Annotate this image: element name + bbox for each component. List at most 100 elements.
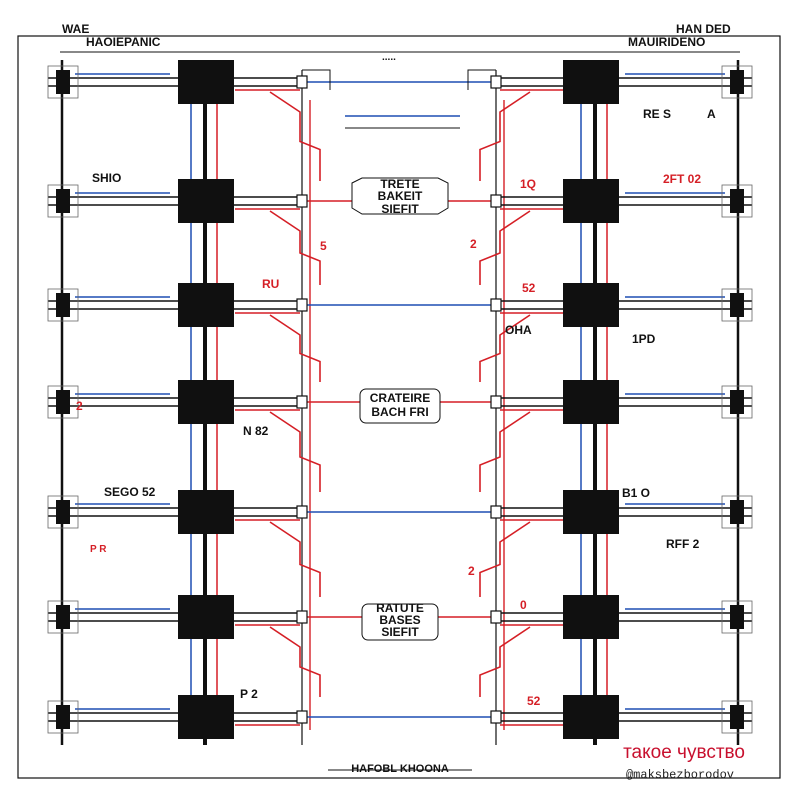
side-label-19: P 2 [240, 687, 258, 701]
row-7-right-end-frame [721, 700, 753, 734]
side-label-20: 52 [527, 694, 541, 708]
row-2-right-node [563, 179, 619, 223]
side-label-4: 1Q [520, 177, 536, 191]
side-label-17: 2 [468, 564, 475, 578]
side-label-15: B1 O [622, 486, 650, 500]
center-label-1-line-3: SIEFIT [381, 202, 419, 216]
row-5-right-end-cap [730, 500, 744, 524]
row-2-left-end-cap [56, 189, 70, 213]
row-3-right-node [563, 283, 619, 327]
row-7-right-joint [490, 710, 502, 724]
center-label-3-box [361, 603, 439, 641]
row-6-left-end-cap [56, 605, 70, 629]
red-conduit-right-6 [479, 626, 531, 697]
row-5-right-end-frame [721, 495, 753, 529]
center-label-2-line-2: BACH FRI [371, 405, 428, 419]
row-4-right-node [563, 380, 619, 424]
center-label-1-line-2: BAKEIT [378, 189, 423, 203]
side-label-7: 2 [470, 237, 477, 251]
row-6-left-joint [296, 610, 308, 624]
row-6-right-node [563, 595, 619, 639]
row-4-left-joint [296, 395, 308, 409]
side-label-16: RFF 2 [666, 537, 700, 551]
row-1-right-joint [490, 75, 502, 89]
red-conduit-left-4 [269, 411, 321, 492]
row-2-right-end-cap [730, 189, 744, 213]
red-conduit-right-1 [479, 91, 531, 181]
row-4-left-node [178, 380, 234, 424]
center-label-1-line-1: TRETE [380, 177, 419, 191]
center-label-3-line-3: SIEFIT [381, 625, 419, 639]
red-conduit-right-2 [479, 210, 531, 285]
header-right-sub: MAUIRIDENO [628, 35, 705, 49]
row-3-right-end-cap [730, 293, 744, 317]
red-conduit-left-6 [269, 626, 321, 697]
row-6-left-node [178, 595, 234, 639]
row-5-left-end-frame [47, 495, 79, 529]
center-label-3-line-1: RATUTE [376, 601, 424, 615]
row-1-left-joint [296, 75, 308, 89]
row-1-left-end-frame [47, 65, 79, 99]
side-label-11: 1PD [632, 332, 656, 346]
row-7-left-joint [296, 710, 308, 724]
row-4-left-end-frame [47, 385, 79, 419]
side-label-5: 2FT 02 [663, 172, 701, 186]
side-label-9: 52 [522, 281, 536, 295]
row-5-left-joint [296, 505, 308, 519]
row-7-left-node [178, 695, 234, 739]
red-conduit-right-4 [479, 411, 531, 492]
row-2-left-node [178, 179, 234, 223]
row-1-right-node [563, 60, 619, 104]
row-1-right-end-frame [721, 65, 753, 99]
side-label-14: SEGO 52 [104, 485, 156, 499]
row-3-left-end-frame [47, 288, 79, 322]
side-label-6: 5 [320, 239, 327, 253]
row-5-right-node [563, 490, 619, 534]
row-2-right-joint [490, 194, 502, 208]
red-conduit-left-1 [269, 91, 321, 181]
row-2-left-end-frame [47, 184, 79, 218]
center-label-1: TRETE BAKEIT SIEFIT [378, 177, 423, 216]
row-1-left-node [178, 60, 234, 104]
row-4-right-joint [490, 395, 502, 409]
row-6-right-joint [490, 610, 502, 624]
row-4-left-end-cap [56, 390, 70, 414]
header-left-sub: HAOIEPANIC [86, 35, 161, 49]
structure-group [47, 60, 753, 745]
row-6-right-end-frame [721, 600, 753, 634]
side-label-3: SHIO [92, 171, 121, 185]
header-right-top: HAN DED [676, 22, 731, 36]
red-conduit-left-2 [269, 210, 321, 285]
watermark-handle: @maksbezborodov [625, 768, 734, 782]
center-label-2-box [359, 388, 441, 424]
row-5-right-joint [490, 505, 502, 519]
row-2-right-end-frame [721, 184, 753, 218]
red-conduit-left-5 [269, 521, 321, 597]
side-label-8: RU [262, 277, 279, 291]
row-7-left-end-frame [47, 700, 79, 734]
row-6-left-end-frame [47, 600, 79, 634]
side-label-10: OHA [505, 323, 532, 337]
center-label-3-line-2: BASES [379, 613, 420, 627]
row-3-left-joint [296, 298, 308, 312]
center-label-2: CRATEIRE BACH FRI [359, 388, 441, 424]
side-label-1: RE S [643, 107, 671, 121]
row-5-left-end-cap [56, 500, 70, 524]
row-4-right-end-cap [730, 390, 744, 414]
footer-label: HAFOBL KHOONA [351, 763, 449, 775]
watermark-title: такое чувство [623, 742, 745, 763]
header-left-top: WAE [62, 22, 89, 36]
side-label-2: A [707, 107, 716, 121]
row-7-right-end-cap [730, 705, 744, 729]
side-label-21: P R [90, 544, 107, 555]
center-label-3: RATUTE BASES SIEFIT [361, 601, 439, 641]
header-center-mark: ..... [382, 52, 396, 63]
row-6-right-end-cap [730, 605, 744, 629]
side-label-18: 0 [520, 598, 527, 612]
row-3-left-end-cap [56, 293, 70, 317]
row-1-right-end-cap [730, 70, 744, 94]
top-center-brackets [302, 69, 496, 90]
red-conduit-right-5 [479, 521, 531, 597]
row-3-right-joint [490, 298, 502, 312]
red-conduit-right-3 [479, 314, 531, 382]
